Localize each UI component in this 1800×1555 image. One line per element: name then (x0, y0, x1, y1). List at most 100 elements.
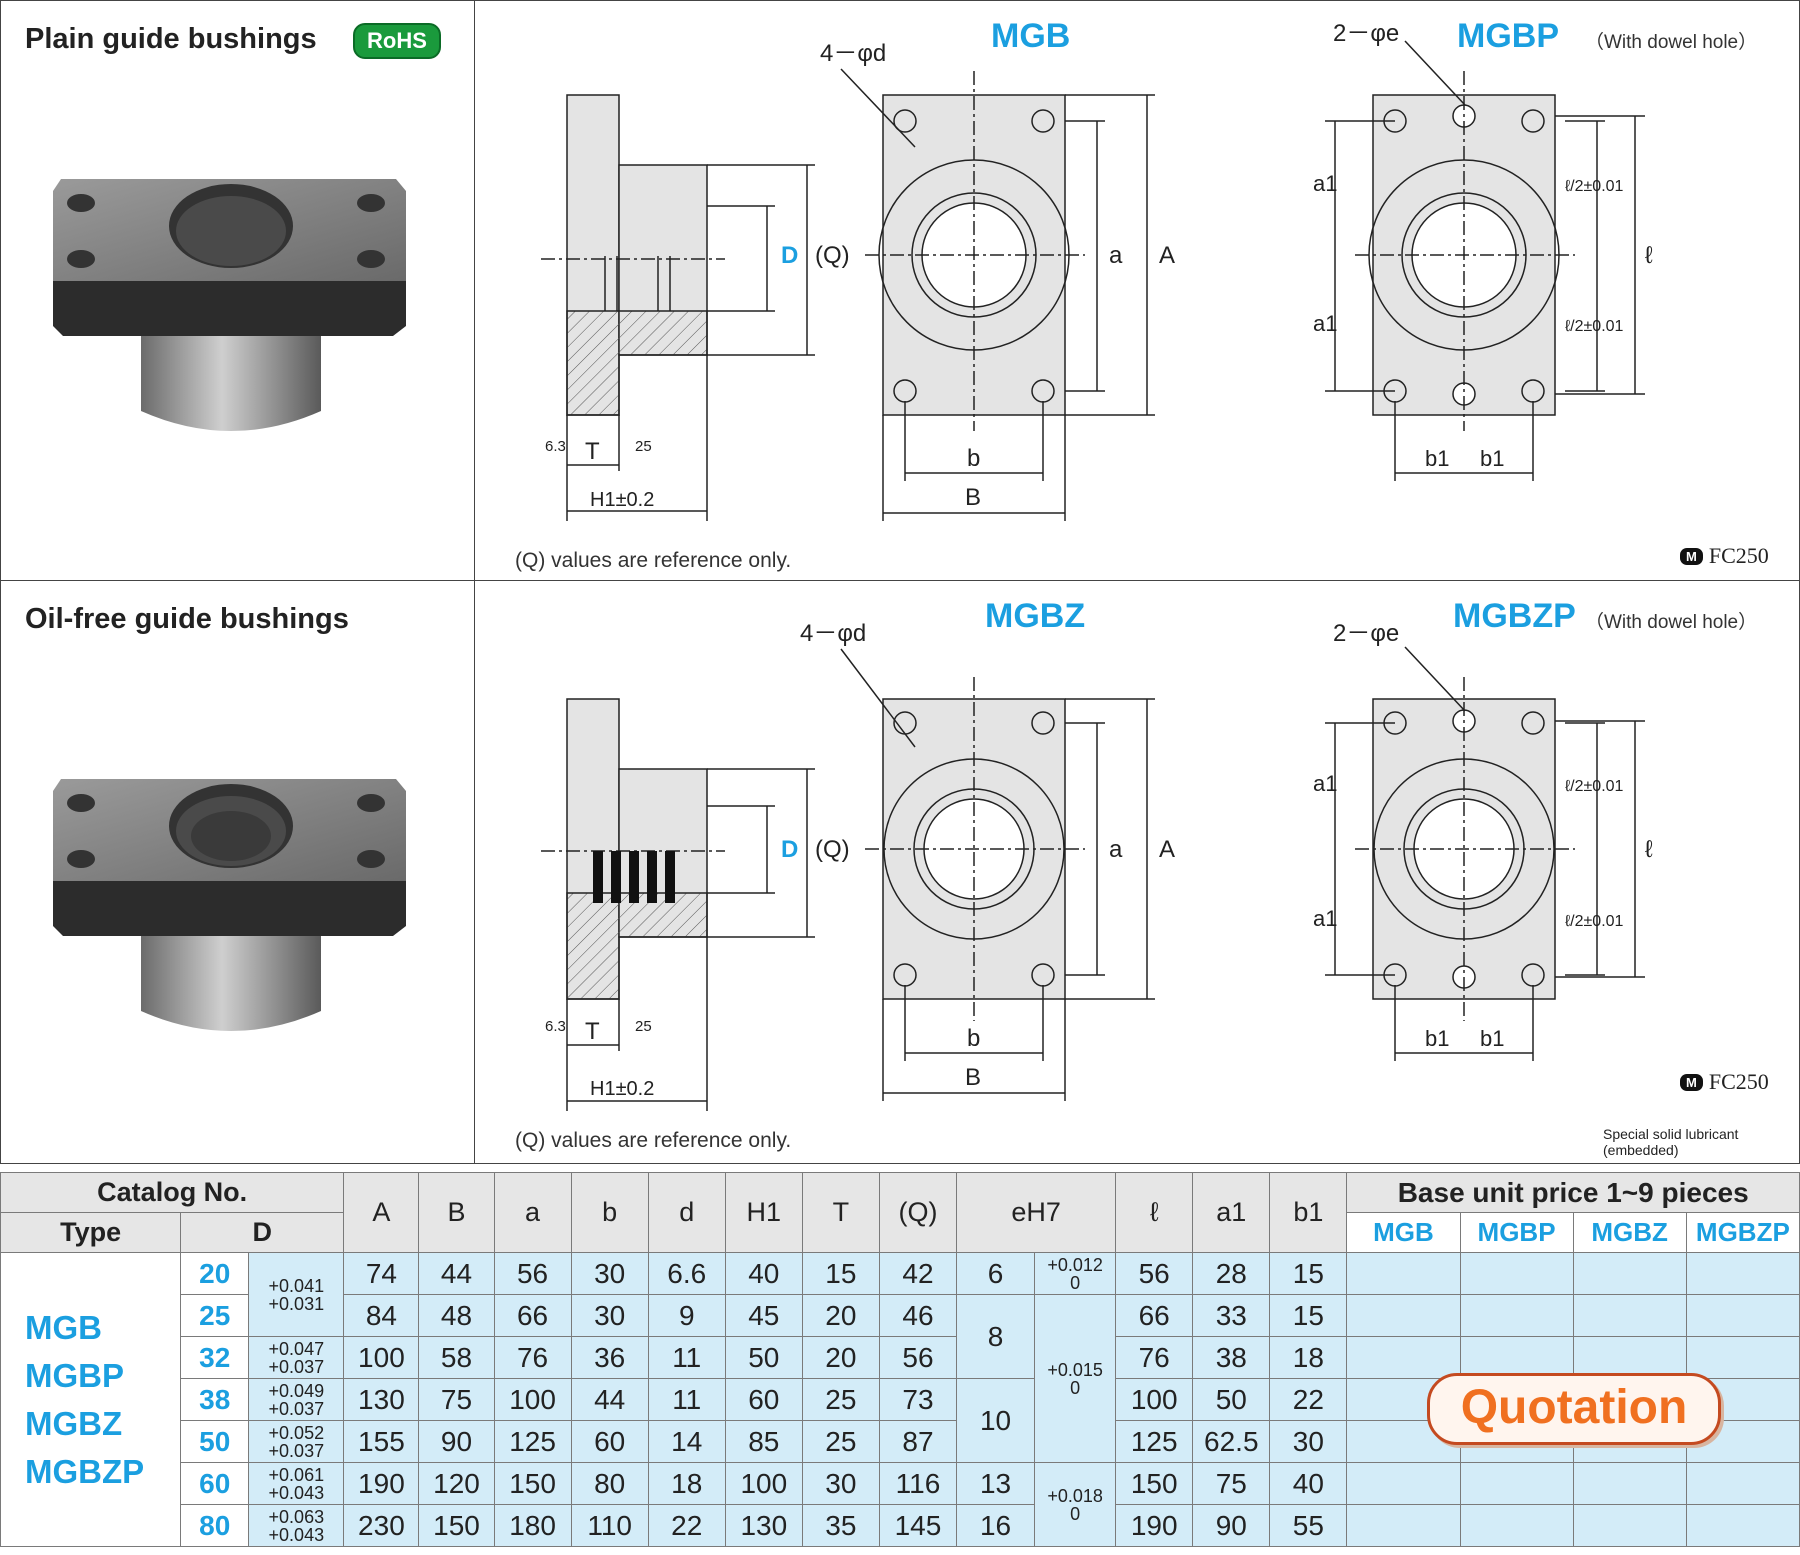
cell-e: 10 (955, 1378, 1036, 1463)
table-row: MGB MGBP MGBZ MGBZP 20 +0.041+0.031 74 4… (0, 1252, 1800, 1547)
cell-H1: 130 (724, 1504, 803, 1547)
dim-label-a1-upper-2: a1 (1313, 771, 1337, 796)
cell-b1: 15 (1269, 1252, 1348, 1295)
dim-label-H1: H1±0.2 (590, 489, 654, 511)
dim-label-rough2: 25 (635, 438, 652, 455)
dim-label-b1-left: b1 (1425, 446, 1449, 471)
cell-b1: 22 (1269, 1378, 1348, 1421)
price-cell (1685, 1294, 1800, 1337)
cell-a1: 28 (1192, 1252, 1271, 1295)
material-icon: M (1680, 547, 1703, 565)
cell-Q: 145 (878, 1504, 958, 1547)
d-value: 50 (180, 1420, 250, 1463)
cell-A: 230 (343, 1504, 420, 1547)
cell-H1: 50 (724, 1336, 803, 1379)
model-mgbzp-label: MGBZP (1453, 597, 1576, 635)
cell-b: 36 (570, 1336, 649, 1379)
cell-l: 66 (1115, 1294, 1194, 1337)
type-mgbzp: MGBZP (25, 1452, 145, 1490)
quotation-button[interactable]: Quotation (1427, 1373, 1721, 1445)
col-Q: (Q) (878, 1172, 958, 1253)
cell-A: 155 (343, 1420, 420, 1463)
cell-l: 56 (1115, 1252, 1194, 1295)
cell-b: 44 (570, 1378, 649, 1421)
cell-l: 125 (1115, 1420, 1194, 1463)
cell-B: 90 (418, 1420, 495, 1463)
col-H1: H1 (724, 1172, 803, 1253)
oil-free-bushing-photo (53, 779, 406, 1031)
price-cell (1685, 1336, 1800, 1379)
price-cell (1459, 1462, 1574, 1505)
cell-H1: 100 (724, 1462, 803, 1505)
cell-Q: 46 (878, 1294, 958, 1337)
d-tolerance: +0.061+0.043 (248, 1462, 345, 1505)
cell-a: 66 (493, 1294, 572, 1337)
price-cell (1346, 1294, 1461, 1337)
d-tolerance: +0.041+0.031 (248, 1252, 345, 1337)
cell-Q: 42 (878, 1252, 958, 1295)
dim-label-a1-lower: a1 (1313, 311, 1337, 336)
cell-b1: 40 (1269, 1462, 1348, 1505)
dim-label-rough2-2: 25 (635, 1018, 652, 1035)
price-cell (1459, 1294, 1574, 1337)
dim-label-B-2: B (965, 1064, 981, 1091)
d-tolerance: +0.052+0.037 (248, 1420, 345, 1463)
material-label-2: M FC250 (1680, 1069, 1769, 1095)
mgb-technical-drawing: 4－φd 2－φe D (Q) a A b B T H1±0.2 6.3 25 … (541, 20, 1653, 521)
dim-label-D-2: D (781, 836, 798, 863)
cell-B: 58 (418, 1336, 495, 1379)
dim-label-half-l-upper: ℓ/2±0.01 (1565, 178, 1624, 195)
model-mgbz-label: MGBZ (985, 597, 1086, 635)
dim-label-rough1-2: 6.3 (545, 1018, 566, 1035)
spec-table: Catalog No. A B a b d H1 T (Q) eH7 ℓ a1 … (0, 1172, 1800, 1547)
price-cell (1346, 1504, 1461, 1547)
dim-label-a: a (1109, 242, 1123, 269)
cell-a: 180 (493, 1504, 572, 1547)
material-text: FC250 (1708, 543, 1769, 568)
dim-label-T: T (585, 438, 600, 465)
cell-d: 14 (647, 1420, 726, 1463)
cell-a1: 75 (1192, 1462, 1271, 1505)
type-header: Type (0, 1212, 182, 1253)
cell-T: 15 (801, 1252, 880, 1295)
mgbz-technical-drawing: 4－φd 2－φe D (Q) a A b B T H1±0.2 6.3 25 … (541, 620, 1653, 1111)
cell-B: 150 (418, 1504, 495, 1547)
price-cell (1346, 1462, 1461, 1505)
material-text-2: FC250 (1708, 1069, 1769, 1094)
cell-d: 6.6 (647, 1252, 726, 1295)
d-value: 60 (180, 1462, 250, 1505)
d-tolerance: +0.047+0.037 (248, 1336, 345, 1379)
lubricant-note: Special solid lubricant (embedded) (1603, 1126, 1739, 1158)
dowel-note: （With dowel hole） (1585, 32, 1758, 53)
oil-free-bushing-title: Oil-free guide bushings (25, 603, 349, 635)
price-cell (1685, 1462, 1800, 1505)
type-list: MGB MGBP MGBZ MGBZP (0, 1252, 182, 1547)
dim-label-b1-right: b1 (1480, 446, 1504, 471)
reference-note: (Q) values are reference only. (515, 549, 792, 572)
cell-a1: 62.5 (1192, 1420, 1271, 1463)
cell-Q: 116 (878, 1462, 958, 1505)
dim-label-holes-e-2: 2－φe (1333, 620, 1399, 647)
cell-e: 13 (955, 1462, 1036, 1505)
cell-T: 25 (801, 1378, 880, 1421)
cell-a: 100 (493, 1378, 572, 1421)
catalog-header: Catalog No. (0, 1172, 345, 1213)
cell-H1: 45 (724, 1294, 803, 1337)
dim-label-b1-right-2: b1 (1480, 1026, 1504, 1051)
dim-label-H1-2: H1±0.2 (590, 1078, 654, 1100)
bottom-photo-panel: Oil-free guide bushings (0, 580, 476, 1164)
price-cell (1572, 1336, 1687, 1379)
cell-b: 110 (570, 1504, 649, 1547)
cell-B: 75 (418, 1378, 495, 1421)
cell-Q: 73 (878, 1378, 958, 1421)
cell-e: 6 (955, 1252, 1036, 1295)
price-cell (1572, 1462, 1687, 1505)
dim-label-holes-d-2: 4－φd (800, 620, 866, 647)
price-cell (1459, 1252, 1574, 1295)
dim-label-b-2: b (967, 1025, 980, 1052)
price-cell (1685, 1252, 1800, 1295)
rohs-badge: RoHS (353, 23, 441, 59)
price-cell (1572, 1252, 1687, 1295)
col-a: a (493, 1172, 572, 1253)
cell-A: 74 (343, 1252, 420, 1295)
